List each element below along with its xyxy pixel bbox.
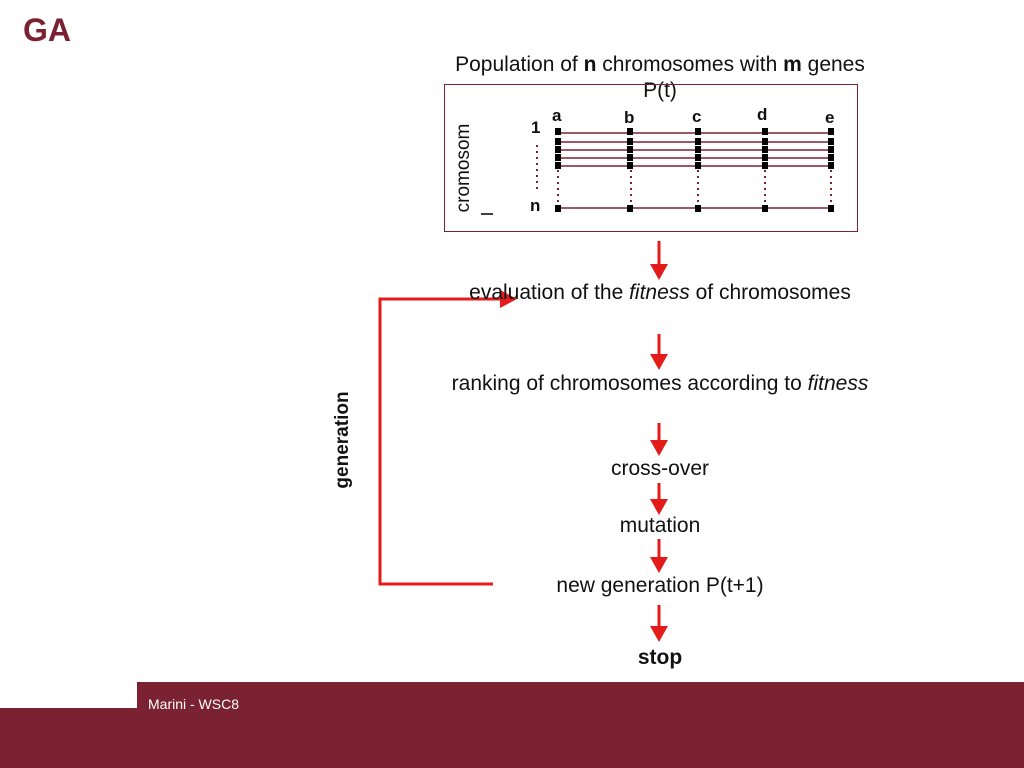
step-stop: stop <box>637 646 683 669</box>
evaluation-suffix: of chromosomes <box>689 281 851 304</box>
gene-label-e: e <box>825 108 835 127</box>
population-caption: Population of n chromosomes with m genes <box>390 52 930 78</box>
arrow-to-ranking <box>650 354 668 370</box>
step-mutation: mutation <box>619 514 701 537</box>
gene-label-d: d <box>757 105 768 124</box>
arrow-to-crossover <box>650 440 668 456</box>
evaluation-prefix: evaluation of the <box>469 281 630 304</box>
gene-label-a: a <box>552 106 562 125</box>
generation-loop-label: generation <box>332 391 353 489</box>
row-label-first: 1 <box>531 118 541 137</box>
slide-title: GA <box>23 12 71 48</box>
population-box <box>444 84 858 232</box>
ranking-prefix: ranking of chromosomes according to <box>451 372 808 395</box>
gene-label-c: c <box>692 107 702 126</box>
caption-suffix: genes <box>801 53 865 76</box>
generation-loop <box>378 290 517 586</box>
caption-n: n <box>583 53 597 76</box>
step-crossover: cross-over <box>610 457 710 480</box>
step-ranking: ranking of chromosomes according to fitn… <box>440 371 880 397</box>
arrow-to-evaluation <box>650 264 668 280</box>
caption-m: m <box>783 53 802 76</box>
loop-line <box>378 297 502 586</box>
arrow-to-stop <box>650 626 668 642</box>
gene-markers <box>555 128 834 212</box>
step-new-generation: new generation P(t+1) <box>556 574 764 597</box>
step-evaluation: evaluation of the fitness of chromosomes <box>440 280 880 306</box>
ranking-fitness: fitness <box>807 372 869 395</box>
loop-arrowhead <box>500 290 517 308</box>
gene-columns <box>536 145 832 204</box>
gene-label-b: b <box>624 108 635 127</box>
caption-prefix: Population of <box>455 53 584 76</box>
footer-text: Marini - WSC8 <box>148 696 240 712</box>
footer-bar <box>0 708 1024 768</box>
flow-arrows <box>650 241 668 642</box>
row-label-last: n <box>530 196 541 215</box>
arrow-to-mutation <box>650 499 668 515</box>
caption-middle: chromosomes with <box>596 53 784 76</box>
footer-bar-top <box>137 682 1024 710</box>
evaluation-fitness: fitness <box>629 281 690 304</box>
arrow-to-new-generation <box>650 557 668 573</box>
